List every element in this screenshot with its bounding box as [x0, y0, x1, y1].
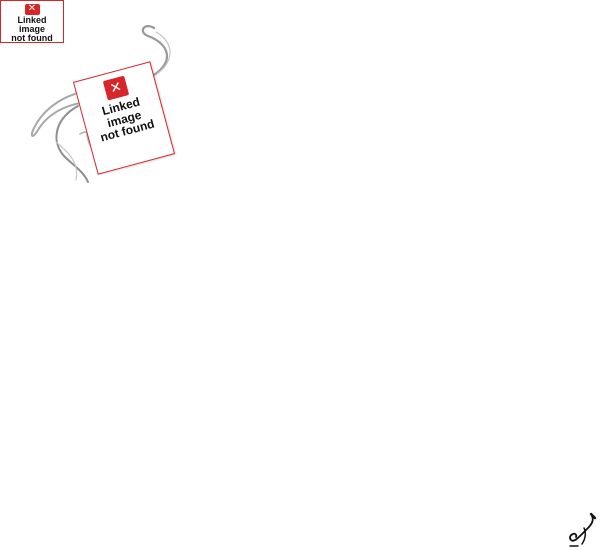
broken-image-line-3: not found: [11, 33, 53, 44]
phone-handset-icon: [569, 512, 597, 547]
broken-image-placeholder-tilted: ✕ Linked image not found: [72, 61, 176, 175]
broken-image-line-2: image: [18, 23, 45, 34]
broken-image-placeholder-top: ✕ Linked image not found: [0, 0, 64, 43]
broken-image-line-1: Linked: [17, 14, 47, 25]
x-icon: ✕: [24, 3, 40, 15]
